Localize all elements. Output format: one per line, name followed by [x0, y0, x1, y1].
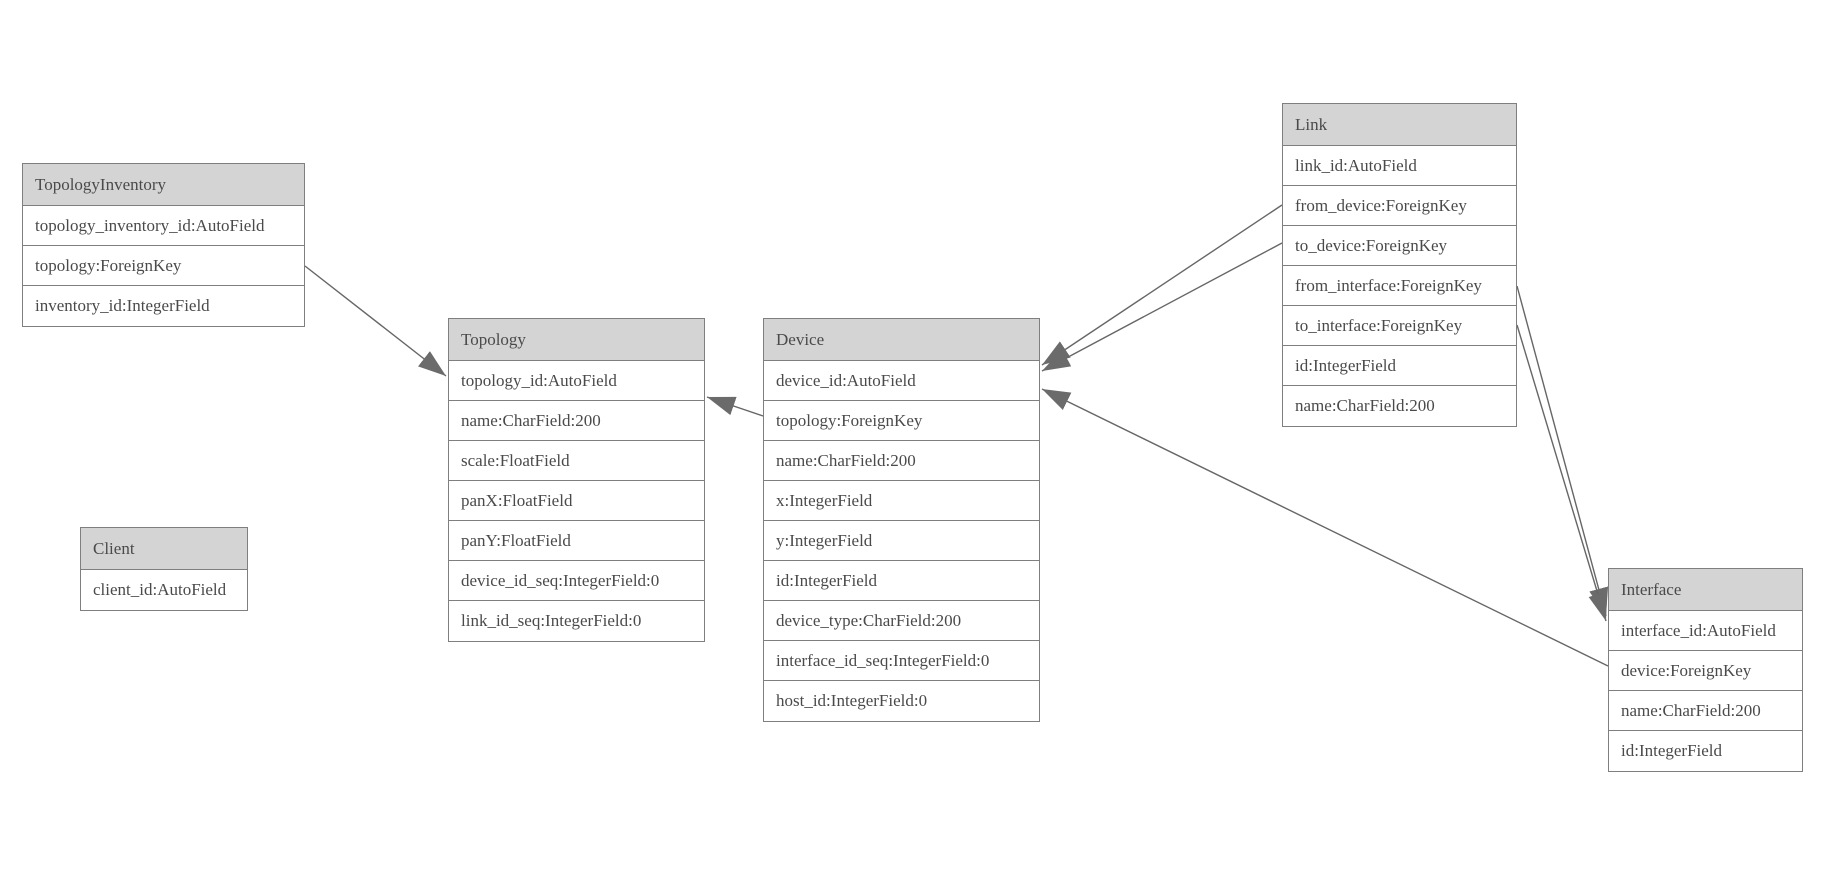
entity-header: Topology [449, 319, 704, 361]
field-row: topology:ForeignKey [764, 401, 1039, 441]
field-row: inventory_id:IntegerField [23, 286, 304, 326]
edge-interface-device-device [1041, 388, 1609, 667]
edge-link-tointerface-interface [1516, 324, 1608, 622]
field-row: device:ForeignKey [1609, 651, 1802, 691]
field-row: id:IntegerField [1609, 731, 1802, 771]
field-row: panX:FloatField [449, 481, 704, 521]
field-row: client_id:AutoField [81, 570, 247, 610]
entity-header: Client [81, 528, 247, 570]
edge-link-todevice-device [1041, 242, 1283, 372]
field-row: to_interface:ForeignKey [1283, 306, 1516, 346]
field-row: id:IntegerField [1283, 346, 1516, 386]
field-row: link_id:AutoField [1283, 146, 1516, 186]
entity-link: Link link_id:AutoField from_device:Forei… [1282, 103, 1517, 427]
entity-topology: Topology topology_id:AutoField name:Char… [448, 318, 705, 642]
field-row: topology_inventory_id:AutoField [23, 206, 304, 246]
field-row: device_id_seq:IntegerField:0 [449, 561, 704, 601]
field-row: y:IntegerField [764, 521, 1039, 561]
field-row: from_interface:ForeignKey [1283, 266, 1516, 306]
field-row: name:CharField:200 [764, 441, 1039, 481]
field-row: to_device:ForeignKey [1283, 226, 1516, 266]
entity-header: Device [764, 319, 1039, 361]
field-row: host_id:IntegerField:0 [764, 681, 1039, 721]
field-row: id:IntegerField [764, 561, 1039, 601]
field-row: topology:ForeignKey [23, 246, 304, 286]
field-row: scale:FloatField [449, 441, 704, 481]
edge-link-fromdevice-device [1041, 204, 1283, 366]
field-row: panY:FloatField [449, 521, 704, 561]
field-row: link_id_seq:IntegerField:0 [449, 601, 704, 641]
field-row: from_device:ForeignKey [1283, 186, 1516, 226]
edge-device-topology [706, 396, 764, 417]
entity-header: TopologyInventory [23, 164, 304, 206]
entity-header: Interface [1609, 569, 1802, 611]
entity-device: Device device_id:AutoField topology:Fore… [763, 318, 1040, 722]
field-row: interface_id_seq:IntegerField:0 [764, 641, 1039, 681]
field-row: name:CharField:200 [1283, 386, 1516, 426]
field-row: device_type:CharField:200 [764, 601, 1039, 641]
entity-client: Client client_id:AutoField [80, 527, 248, 611]
edge-link-frominterface-interface [1516, 285, 1609, 617]
field-row: topology_id:AutoField [449, 361, 704, 401]
field-row: name:CharField:200 [1609, 691, 1802, 731]
entity-interface: Interface interface_id:AutoField device:… [1608, 568, 1803, 772]
field-row: device_id:AutoField [764, 361, 1039, 401]
field-row: interface_id:AutoField [1609, 611, 1802, 651]
entity-header: Link [1283, 104, 1516, 146]
field-row: name:CharField:200 [449, 401, 704, 441]
edge-topologyinventory-topology [304, 265, 447, 377]
entity-topologyinventory: TopologyInventory topology_inventory_id:… [22, 163, 305, 327]
field-row: x:IntegerField [764, 481, 1039, 521]
